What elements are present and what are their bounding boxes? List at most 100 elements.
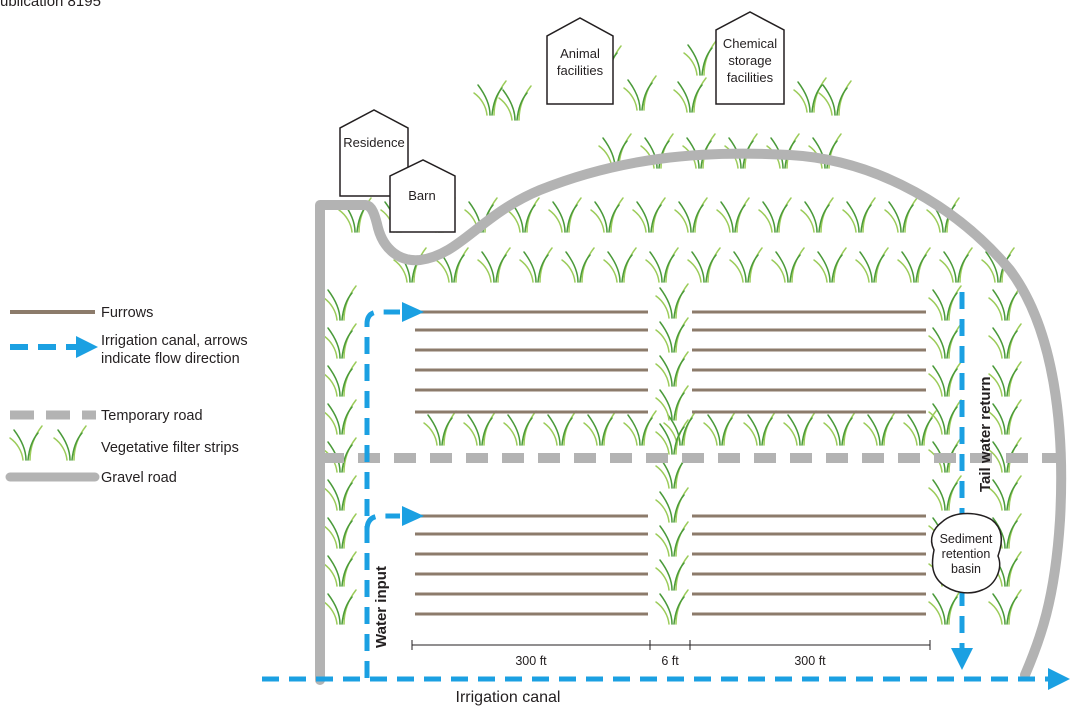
grass-tuft-icon [928, 589, 962, 625]
residence-label: Residence [343, 135, 404, 150]
basin-label-line3: basin [951, 562, 981, 576]
grass-tuft-icon [716, 197, 750, 233]
grass-tuft-icon [655, 555, 689, 591]
flow-arrow-icon [1048, 668, 1070, 690]
grass-tuft-icon [323, 323, 357, 359]
tail-water-return-label: Tail water return [977, 376, 994, 492]
grass-tuft-icon [323, 589, 357, 625]
grass-tuft-icon [884, 197, 918, 233]
grass-tuft-icon [683, 40, 717, 76]
grass-tuft-icon [863, 410, 897, 446]
grass-tuft-icon [743, 410, 777, 446]
grass-tuft-icon [823, 410, 857, 446]
grass-tuft-icon [590, 197, 624, 233]
building-icon [715, 11, 785, 105]
grass-tuft-icon [897, 247, 931, 283]
flow-arrow-icon [402, 506, 424, 526]
grass-tuft-icon [632, 197, 666, 233]
grass-tuft-icon [800, 197, 834, 233]
chemical-label-line1: Chemical [723, 36, 777, 51]
legend: Furrows Irrigation canal, arrows indicat… [5, 305, 248, 486]
grass-tuft-icon [561, 247, 595, 283]
grass-tuft-icon [771, 247, 805, 283]
dimension-gap: 6 ft [661, 654, 679, 668]
legend-gravel-road-label: Gravel road [101, 470, 177, 486]
irrigation-canal-label: Irrigation canal [456, 689, 561, 706]
water-input-label: Water input [373, 566, 390, 648]
legend-grass-icon [9, 425, 87, 461]
grass-tuft-icon [655, 385, 689, 421]
residence-building: Residence [339, 109, 409, 197]
canal-input-upper [364, 309, 400, 678]
chemical-label-line3: facilities [727, 70, 774, 85]
grass-tuft-icon [519, 247, 553, 283]
grass-tuft-icon [423, 410, 457, 446]
barn-label: Barn [408, 188, 435, 203]
grass-tuft-icon [543, 410, 577, 446]
basin-label-line2: retention [942, 547, 991, 561]
grass-tuft-icon [323, 285, 357, 321]
grass-tuft-icon [939, 247, 973, 283]
irrigation-canals [262, 292, 1070, 690]
grass-tuft-icon [323, 551, 357, 587]
basin-label-line1: Sediment [940, 532, 993, 546]
chemical-label-line2: storage [728, 53, 771, 68]
legend-canal-label-line2: indicate flow direction [101, 351, 240, 367]
grass-tuft-icon [655, 351, 689, 387]
grass-tuft-icon [498, 85, 532, 121]
grass-tuft-icon [463, 410, 497, 446]
barn-building: Barn [389, 159, 456, 233]
grass-tuft-icon [323, 399, 357, 435]
grass-tuft-icon [623, 410, 657, 446]
vegetative-filter-strips [323, 40, 1022, 625]
grass-tuft-icon [655, 283, 689, 319]
building-icon [546, 17, 614, 105]
grass-tuft-icon [473, 80, 507, 116]
grass-tuft-icon [842, 197, 876, 233]
grass-tuft-icon [758, 197, 792, 233]
field-dimensions [411, 640, 931, 650]
grass-tuft-icon [687, 247, 721, 283]
grass-tuft-icon [674, 197, 708, 233]
grass-tuft-icon [323, 475, 357, 511]
grass-tuft-icon [655, 521, 689, 557]
grass-tuft-icon [623, 75, 657, 111]
grass-tuft-icon [928, 399, 962, 435]
grass-tuft-icon [548, 197, 582, 233]
grass-tuft-icon [323, 513, 357, 549]
grass-tuft-icon [783, 410, 817, 446]
flow-arrow-icon [76, 336, 98, 358]
grass-tuft-icon [855, 247, 889, 283]
animal-label-line2: facilities [557, 63, 604, 78]
grass-tuft-icon [903, 410, 937, 446]
grass-tuft-icon [818, 80, 852, 116]
grass-tuft-icon [703, 410, 737, 446]
gravel-road [315, 148, 1067, 685]
grass-tuft-icon [988, 589, 1022, 625]
legend-furrows-label: Furrows [101, 305, 153, 321]
grass-tuft-icon [813, 247, 847, 283]
publication-reference: ublication 8195 [0, 0, 101, 10]
grass-tuft-icon [928, 323, 962, 359]
grass-tuft-icon [583, 410, 617, 446]
chemical-storage-building: Chemical storage facilities [715, 11, 785, 105]
sediment-retention-basin: Sediment retention basin [930, 512, 1003, 594]
grass-tuft-icon [673, 77, 707, 113]
grass-tuft-icon [645, 247, 679, 283]
animal-facilities-building: Animal facilities [546, 17, 614, 105]
grass-tuft-icon [928, 285, 962, 321]
animal-label-line1: Animal [560, 46, 600, 61]
grass-tuft-icon [729, 247, 763, 283]
canal-input-lower [364, 513, 400, 531]
flow-arrow-icon [951, 648, 973, 670]
grass-tuft-icon [503, 410, 537, 446]
grass-tuft-icon [655, 487, 689, 523]
grass-tuft-icon [928, 475, 962, 511]
grass-tuft-icon [477, 247, 511, 283]
building-icon [389, 159, 456, 233]
grass-tuft-icon [928, 361, 962, 397]
grass-tuft-icon [988, 323, 1022, 359]
furrows [415, 310, 926, 616]
grass-tuft-icon [655, 589, 689, 625]
